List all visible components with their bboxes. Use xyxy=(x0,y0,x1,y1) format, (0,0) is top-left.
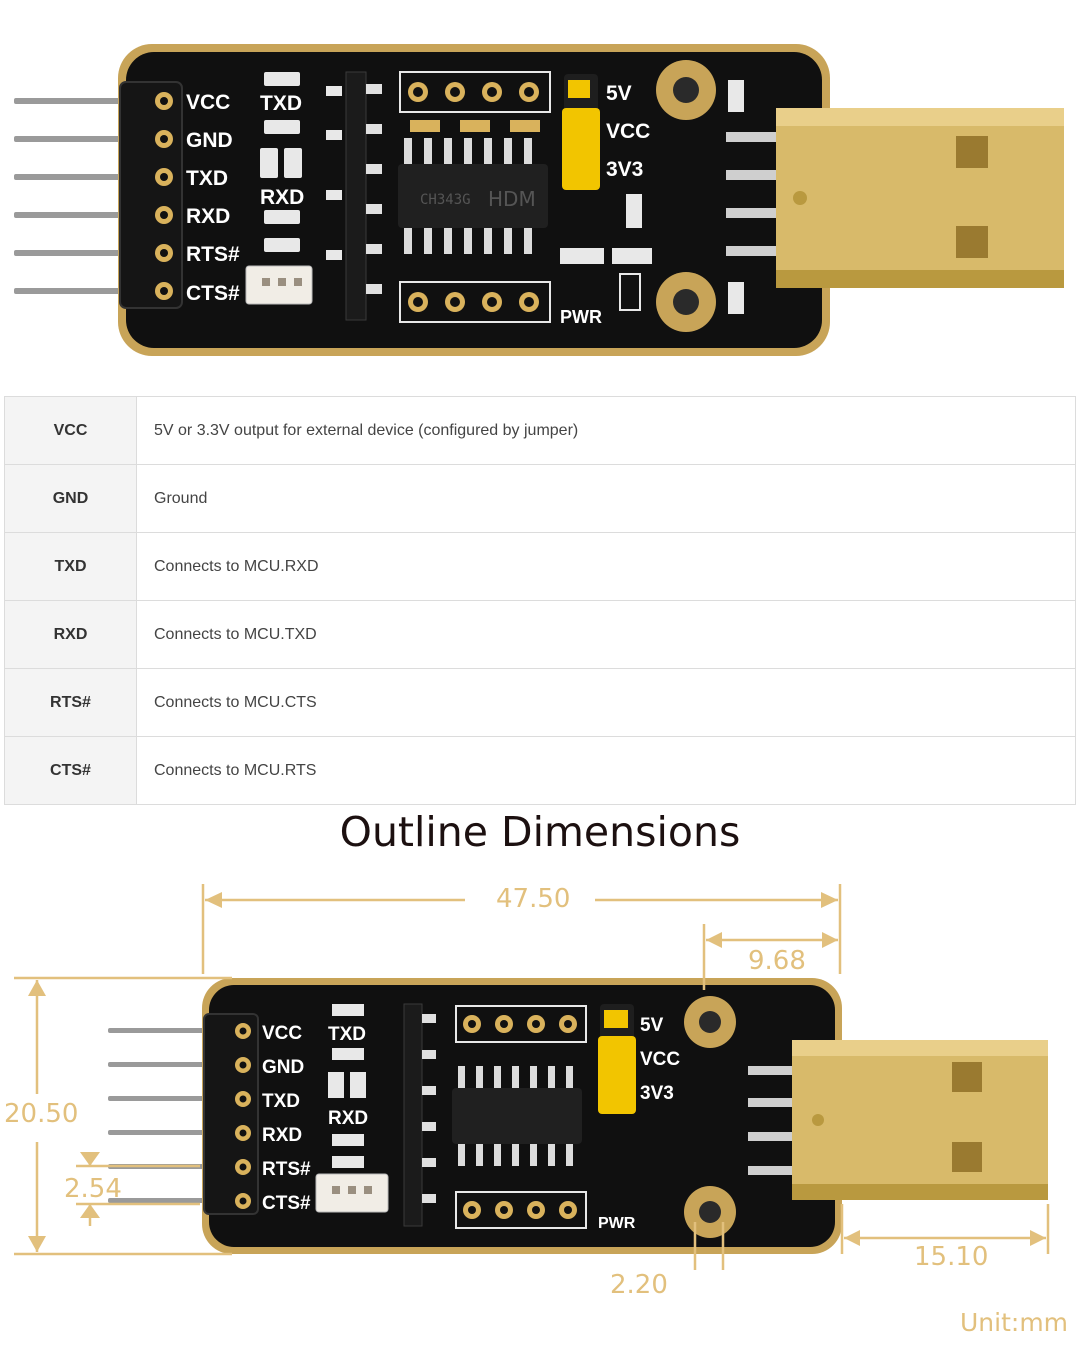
dimension-hole-diameter: 2.20 xyxy=(610,1270,668,1300)
pin-header-block xyxy=(119,81,183,309)
smd-components xyxy=(260,72,342,260)
jumper-cap xyxy=(562,108,600,190)
pin-description: Connects to MCU.TXD xyxy=(136,600,1076,669)
usb-a-plug xyxy=(792,1040,1048,1200)
header-pins xyxy=(14,98,124,294)
pin-name: CTS# xyxy=(4,736,137,805)
mounting-holes xyxy=(656,60,716,332)
led-label: TXD xyxy=(260,92,302,115)
dimension-pin-pitch: 2.54 xyxy=(64,1174,122,1204)
pin-label: RTS# xyxy=(186,243,240,266)
pin-label: VCC xyxy=(186,91,230,114)
ch343-chip: CH343G HDM xyxy=(398,138,548,254)
table-row: CTS#Connects to MCU.RTS xyxy=(4,736,1076,805)
jumper-label: 3V3 xyxy=(606,158,643,181)
ch343-chip xyxy=(452,1088,582,1144)
pin-description: 5V or 3.3V output for external device (c… xyxy=(136,396,1076,465)
svg-text:HDM: HDM xyxy=(488,187,536,211)
pin-label: TXD xyxy=(186,167,228,190)
jumper-label: 3V3 xyxy=(640,1083,674,1104)
power-label: PWR xyxy=(560,307,602,327)
jumper-cap xyxy=(598,1036,636,1114)
jumper-label: VCC xyxy=(606,120,650,143)
pin-name: RXD xyxy=(4,600,137,669)
pin-label: CTS# xyxy=(186,282,240,305)
dimension-total-length: 47.50 xyxy=(496,884,571,914)
jumper-label: 5V xyxy=(640,1015,664,1036)
power-label: PWR xyxy=(598,1215,636,1232)
header-pins xyxy=(108,1028,206,1203)
board-photo-top: VCC GND TXD RXD RTS# CTS# TXD RXD 5V VCC… xyxy=(14,44,1064,356)
jumper-label: 5V xyxy=(606,82,632,105)
pin-name: VCC xyxy=(4,396,137,465)
pin-header-block xyxy=(203,1013,259,1215)
transistor-column xyxy=(345,71,367,321)
unit-label: Unit:mm xyxy=(960,1308,1069,1337)
pin-label: CTS# xyxy=(262,1193,311,1214)
pin-label: RTS# xyxy=(262,1159,311,1180)
led-label: RXD xyxy=(328,1108,368,1129)
pin-description: Connects to MCU.RTS xyxy=(136,736,1076,805)
led-label: RXD xyxy=(260,186,304,209)
dimension-usb-length: 15.10 xyxy=(914,1242,989,1272)
pin-label: GND xyxy=(186,129,233,152)
pin-name: GND xyxy=(4,464,137,533)
pin-name: TXD xyxy=(4,532,137,601)
pin-label: GND xyxy=(262,1057,304,1078)
board-dimension-drawing: VCC GND TXD RXD RTS# CTS# TXD RXD 5V VCC… xyxy=(14,884,1050,1270)
pin-label: VCC xyxy=(262,1023,302,1044)
dimension-height: 20.50 xyxy=(4,1099,79,1129)
section-title: Outline Dimensions xyxy=(339,808,741,856)
dimension-lines xyxy=(14,884,1050,1270)
pin-name: RTS# xyxy=(4,668,137,737)
jumper-label: VCC xyxy=(640,1049,680,1070)
pin-label: RXD xyxy=(186,205,230,228)
pin-label: RXD xyxy=(262,1125,302,1146)
pin-description: Connects to MCU.CTS xyxy=(136,668,1076,737)
svg-text:CH343G: CH343G xyxy=(420,192,471,208)
led-label: TXD xyxy=(328,1024,366,1045)
table-row: RTS#Connects to MCU.CTS xyxy=(4,668,1076,737)
usb-a-plug xyxy=(776,108,1064,288)
pin-description: Ground xyxy=(136,464,1076,533)
pin-description: Connects to MCU.RXD xyxy=(136,532,1076,601)
expansion-holes xyxy=(399,71,551,323)
dimension-usb-offset: 9.68 xyxy=(748,946,806,976)
pin-label: TXD xyxy=(262,1091,300,1112)
